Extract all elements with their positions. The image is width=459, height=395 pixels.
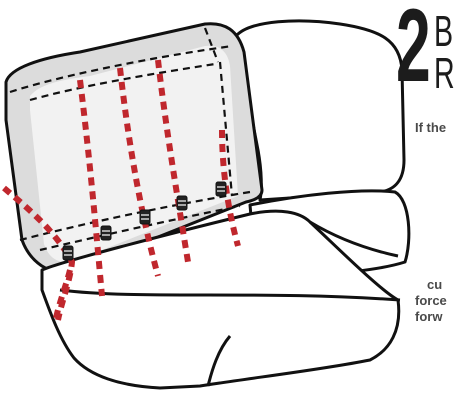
anchor-5 [216, 182, 226, 196]
heading-line-1: B [434, 10, 453, 54]
anchor-2 [101, 226, 111, 240]
body-text-line-2: cu [427, 277, 442, 293]
body-text-line-3: force [415, 293, 447, 309]
anchor-3 [140, 210, 150, 224]
anchor-4 [177, 196, 187, 210]
heading-line-2: R [434, 52, 455, 96]
step-number: 2 [396, 0, 430, 98]
body-text-line-1: If the [415, 120, 446, 136]
anchor-1 [63, 246, 73, 260]
body-text-line-4: forw [415, 309, 442, 325]
